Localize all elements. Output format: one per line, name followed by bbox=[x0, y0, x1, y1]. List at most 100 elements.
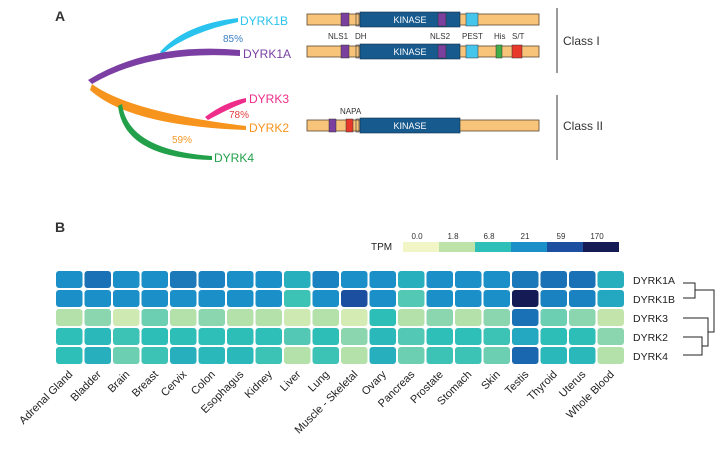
heatmap-cell bbox=[341, 347, 368, 364]
heatmap-cell bbox=[113, 290, 140, 307]
nls2-domain bbox=[437, 44, 447, 59]
napa-domain bbox=[345, 118, 354, 133]
column-label: Kidney bbox=[243, 368, 276, 401]
branch-dyrk1a bbox=[88, 48, 240, 84]
legend-swatch bbox=[475, 242, 511, 252]
legend-swatch bbox=[511, 242, 547, 252]
heatmap-cell bbox=[540, 347, 567, 364]
column-label: Skin bbox=[479, 369, 503, 393]
gene-label-dyrk3: DYRK3 bbox=[249, 92, 289, 106]
kinase-domain bbox=[359, 11, 461, 28]
heatmap-cell bbox=[569, 347, 596, 364]
heatmap-cell bbox=[369, 328, 396, 345]
column-label: Cervix bbox=[159, 368, 190, 399]
legend-tick: 0.0 bbox=[411, 232, 423, 241]
heatmap-cell bbox=[84, 271, 111, 288]
legend-tick: 21 bbox=[521, 232, 530, 241]
heatmap-cell bbox=[540, 309, 567, 326]
domain-label-nls2: NLS2 bbox=[430, 32, 451, 41]
row-dendrogram bbox=[683, 282, 715, 356]
legend-tick: 170 bbox=[590, 232, 604, 241]
row-label: DYRK2 bbox=[633, 332, 668, 344]
kinase-domain bbox=[359, 117, 461, 134]
heatmap-cell bbox=[312, 271, 339, 288]
heatmap-cell bbox=[341, 290, 368, 307]
heatmap-cell bbox=[369, 271, 396, 288]
column-label: Brain bbox=[106, 369, 133, 396]
panel-b-label: B bbox=[55, 219, 65, 235]
heatmap-cell bbox=[341, 271, 368, 288]
dendrogram-dyrk2-dyrk4 bbox=[683, 336, 703, 356]
heatmap-cell bbox=[84, 328, 111, 345]
heatmap-cell bbox=[483, 328, 510, 345]
heatmap-cell bbox=[284, 271, 311, 288]
branch-dyrk3 bbox=[205, 98, 246, 120]
heatmap-cell bbox=[569, 290, 596, 307]
branch-dyrk1b bbox=[160, 18, 238, 54]
legend-title: TPM bbox=[371, 242, 392, 253]
legend-tick: 1.8 bbox=[447, 232, 459, 241]
heatmap-cell bbox=[341, 309, 368, 326]
column-label: Breast bbox=[130, 369, 161, 400]
gene-label-dyrk4: DYRK4 bbox=[214, 151, 254, 165]
heatmap-cell bbox=[426, 328, 453, 345]
heatmap-cell bbox=[284, 309, 311, 326]
panel-a-label: A bbox=[55, 8, 65, 24]
heatmap-cell bbox=[512, 347, 539, 364]
heatmap-cell bbox=[597, 290, 624, 307]
dendrogram-class-i bbox=[683, 282, 696, 299]
heatmap-cell bbox=[426, 290, 453, 307]
domain-label-pest: PEST bbox=[462, 32, 483, 41]
heatmap-cell bbox=[455, 271, 482, 288]
heatmap-cell bbox=[455, 347, 482, 364]
heatmap-cell bbox=[113, 309, 140, 326]
heatmap-cell bbox=[170, 309, 197, 326]
heatmap-cell bbox=[312, 328, 339, 345]
heatmap-cell bbox=[170, 271, 197, 288]
heatmap-cell bbox=[255, 347, 282, 364]
heatmap-cell bbox=[455, 309, 482, 326]
identity-78: 78% bbox=[229, 110, 249, 121]
heatmap-cell bbox=[284, 328, 311, 345]
dh-domain bbox=[355, 118, 360, 133]
heatmap-cell bbox=[255, 271, 282, 288]
heatmap-cell bbox=[141, 309, 168, 326]
heatmap-cell bbox=[284, 347, 311, 364]
his-domain bbox=[495, 44, 503, 59]
heatmap-cell bbox=[56, 271, 83, 288]
identity-59: 59% bbox=[172, 135, 192, 146]
row-label: DYRK3 bbox=[633, 313, 668, 325]
row-label: DYRK4 bbox=[633, 351, 668, 363]
heatmap-cell bbox=[569, 271, 596, 288]
heatmap-cell bbox=[597, 309, 624, 326]
heatmap-cell bbox=[512, 328, 539, 345]
heatmap-cell bbox=[369, 309, 396, 326]
heatmap-cell bbox=[198, 271, 225, 288]
heatmap-cell bbox=[227, 290, 254, 307]
heatmap-cell bbox=[398, 290, 425, 307]
heatmap-cell bbox=[56, 309, 83, 326]
heatmap-cell bbox=[398, 271, 425, 288]
heatmap-cell bbox=[141, 271, 168, 288]
heatmap-cell bbox=[597, 347, 624, 364]
column-label: Thyroid bbox=[525, 369, 559, 403]
domain-map-dyrk2: NAPA KINASE bbox=[306, 107, 540, 134]
heatmap-cell bbox=[398, 347, 425, 364]
column-label: Liver bbox=[278, 368, 304, 394]
nls1-domain bbox=[340, 44, 350, 59]
row-label: DYRK1B bbox=[633, 294, 675, 306]
heatmap-cell bbox=[483, 309, 510, 326]
kinase-label: KINASE bbox=[393, 15, 426, 25]
dendrogram-class-ii bbox=[683, 317, 709, 347]
heatmap-cell bbox=[198, 347, 225, 364]
nls1-domain bbox=[340, 12, 350, 27]
heatmap-cell bbox=[369, 290, 396, 307]
heatmap-cell bbox=[56, 328, 83, 345]
heatmap-cell bbox=[426, 347, 453, 364]
domain-label-dh: DH bbox=[355, 32, 367, 41]
heatmap-cell bbox=[198, 309, 225, 326]
domain-map-dyrk1a: KINASE bbox=[306, 43, 540, 60]
pest-domain bbox=[465, 12, 479, 27]
